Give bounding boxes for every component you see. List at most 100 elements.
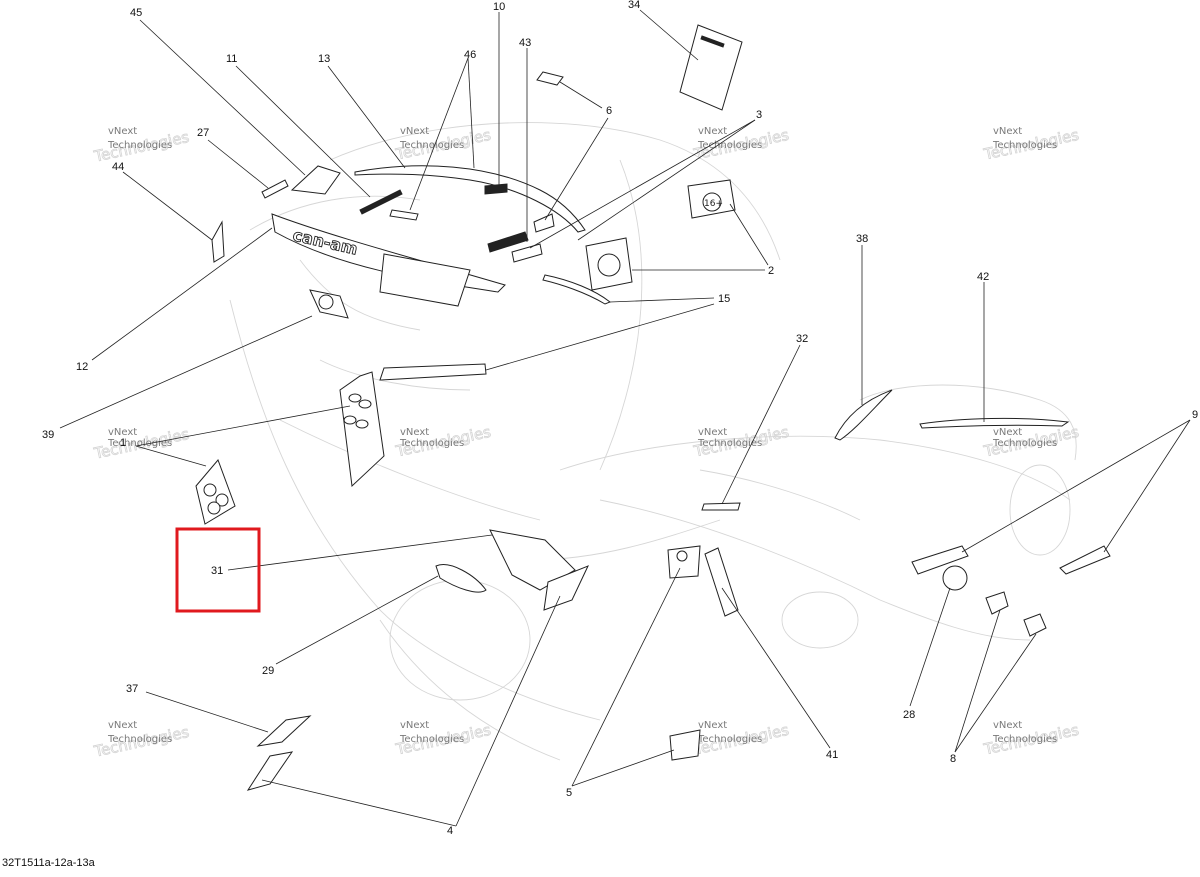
callout-label[interactable]: 5 (566, 787, 572, 799)
watermark-text: Technologies (107, 734, 172, 745)
panel-hole (348, 393, 362, 403)
callout-label[interactable]: 46 (464, 49, 476, 61)
callout-labels: 45 11 13 46 10 43 34 27 44 6 3 2 38 42 1… (42, 0, 1198, 837)
decal-38[interactable] (834, 389, 893, 441)
decal-8-a[interactable] (985, 591, 1009, 615)
watermark-text: Technologies (992, 734, 1057, 745)
decal-5-lower[interactable] (669, 729, 701, 761)
callout-label[interactable]: 11 (226, 53, 237, 65)
decal-10-black-badge (484, 183, 508, 195)
decal-8-b[interactable] (1023, 613, 1047, 637)
decal-29-brand[interactable] (435, 564, 487, 593)
watermark-text: vNext (108, 427, 137, 438)
watermark-text: vNext (698, 427, 727, 438)
watermark-text: vNext (400, 720, 429, 731)
decal-28-round[interactable] (942, 565, 968, 591)
watermark-text: Technologies (399, 734, 464, 745)
decal-parts: can-am 16+ (195, 24, 1111, 791)
decal-46[interactable] (389, 209, 419, 221)
callout-label[interactable]: 15 (718, 293, 730, 305)
callout-label[interactable]: 42 (977, 271, 989, 283)
callout-label[interactable]: 43 (519, 37, 531, 49)
decal-11-black-bar (359, 189, 403, 215)
callout-label[interactable]: 10 (493, 1, 505, 13)
callout-label[interactable]: 4 (447, 825, 453, 837)
watermark-text: vNext (698, 126, 727, 137)
watermark-text: vNext (993, 720, 1022, 731)
callout-label[interactable]: 13 (318, 53, 330, 65)
callout-label[interactable]: 34 (628, 0, 640, 11)
decal-6-panel[interactable] (533, 213, 555, 233)
decal-39-panel[interactable] (339, 371, 385, 488)
label-circle-icon (676, 550, 688, 562)
decal-41-brand[interactable] (704, 547, 739, 617)
watermark-text: Technologies (697, 734, 762, 745)
panel-hole (358, 399, 372, 409)
decal-34-header (700, 35, 725, 48)
decal-15-model-strip[interactable] (379, 363, 487, 381)
callout-label[interactable]: 45 (130, 7, 142, 19)
watermark-text: Technologies (107, 438, 172, 449)
age-warning-icon (702, 192, 722, 212)
watermark-text: vNext (400, 126, 429, 137)
watermark-text: vNext (108, 126, 137, 137)
panel-hole (355, 419, 369, 429)
callout-label[interactable]: 2 (768, 265, 774, 277)
decal-9-left[interactable] (911, 545, 969, 575)
watermark-text: vNext (400, 427, 429, 438)
decal-32[interactable] (701, 502, 741, 511)
decal-9-right[interactable] (1059, 545, 1111, 575)
decal-4-lower[interactable] (246, 751, 294, 791)
callout-label[interactable]: 37 (126, 683, 138, 695)
highlight-box (175, 527, 261, 613)
watermarks: Technologies vNext Technologies Technolo… (91, 125, 1081, 761)
watermark-text: vNext (993, 427, 1022, 438)
watermark-text: Technologies (992, 140, 1057, 151)
callout-label[interactable]: 6 (606, 105, 612, 117)
callout-label[interactable]: 31 (211, 565, 223, 577)
watermark-text: Technologies (697, 438, 762, 449)
callout-label[interactable]: 38 (856, 233, 868, 245)
callout-label[interactable]: 27 (197, 127, 209, 139)
watermark-text: vNext (108, 720, 137, 731)
callout-label[interactable]: 8 (950, 753, 956, 765)
decal-37[interactable] (256, 715, 312, 747)
decal-4-upper[interactable] (543, 565, 589, 611)
decal-5-upper[interactable] (667, 545, 701, 579)
panel-hole (343, 415, 357, 425)
watermark-text: Technologies (992, 438, 1057, 449)
callout-label[interactable]: 28 (903, 709, 915, 721)
callout-label[interactable]: 32 (796, 333, 808, 345)
callout-label[interactable]: 39 (42, 429, 54, 441)
watermark-text: vNext (993, 126, 1022, 137)
warning-circle-icon (597, 253, 621, 277)
decal-43-stripe (487, 231, 529, 253)
decal-42[interactable] (919, 417, 1070, 429)
decal-44[interactable] (211, 220, 225, 263)
watermark-text: Technologies (107, 140, 172, 151)
panel-circle (207, 501, 221, 515)
decal-43-panel[interactable] (511, 243, 543, 263)
panel-circle (215, 493, 229, 507)
callout-label[interactable]: 9 (1192, 409, 1198, 421)
panel-circle (203, 483, 217, 497)
hood-panel (379, 253, 471, 307)
callout-label[interactable]: 12 (76, 361, 88, 373)
callout-label[interactable]: 3 (756, 109, 762, 121)
callout-label[interactable]: 41 (826, 749, 838, 761)
callout-label[interactable]: 44 (112, 161, 124, 173)
decal-13-top-strip[interactable] (354, 165, 586, 233)
watermark-text: Technologies (697, 140, 762, 151)
callout-label[interactable]: 1 (120, 437, 126, 449)
diagram-code: 32T1511a-12a-13a (2, 857, 95, 869)
decal-34-warning-sheet[interactable] (679, 24, 743, 111)
decal-45[interactable] (290, 165, 341, 195)
decal-27[interactable] (261, 179, 289, 199)
decal-15-curve[interactable] (542, 274, 611, 305)
leader-lines (59, 9, 1191, 827)
decal-6-tag[interactable] (536, 71, 564, 86)
watermark-text: Technologies (399, 438, 464, 449)
callout-label[interactable]: 29 (262, 665, 274, 677)
